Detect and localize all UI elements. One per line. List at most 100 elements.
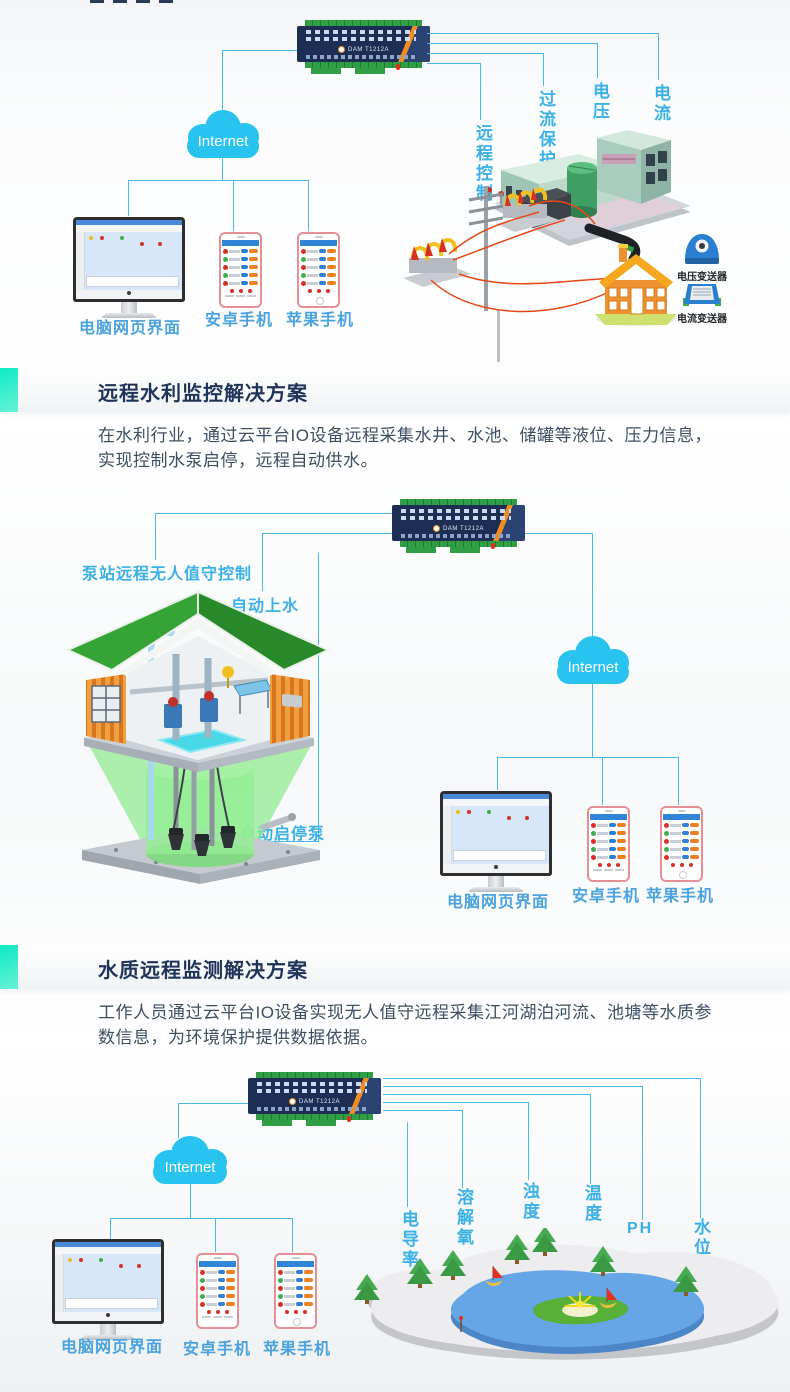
iphone-client: [660, 806, 703, 882]
apple-logo-icon: [127, 291, 131, 295]
home-button-icon: [678, 871, 687, 879]
connector-line: [592, 683, 593, 757]
power-led: [396, 64, 400, 70]
connector-line: [178, 1103, 248, 1104]
connector-line: [262, 533, 392, 534]
clipped-heading-remnant: [90, 0, 190, 5]
power-led: [347, 1116, 351, 1122]
callout-unattended-pump-station: 泵站远程无人值守控制: [82, 566, 253, 583]
pump-station-illustration: [65, 590, 331, 884]
brand-logo-icon: [433, 525, 441, 532]
device-model-label: DAM T1212A: [348, 46, 389, 53]
connector-line: [222, 156, 223, 180]
connector-line: [233, 180, 234, 231]
pc-client: [440, 791, 552, 892]
current-transmitter-label: 电流变送器: [677, 314, 727, 325]
io-controller-device: DAM T1212A: [248, 1072, 381, 1126]
voltage-transmitter-label: 电压变送器: [677, 272, 727, 283]
connector-line: [427, 33, 658, 34]
pc-client-label: 电脑网页界面: [78, 320, 181, 337]
header-accent-bar: [0, 945, 18, 989]
callout-ph: PH: [627, 1220, 654, 1237]
device-brand: DAM T1212A: [297, 45, 430, 54]
device-body: DAM T1212A: [297, 26, 430, 62]
internet-label: Internet: [567, 659, 619, 677]
section-title: 水质远程监测解决方案: [98, 960, 308, 982]
connector-line: [383, 1078, 700, 1079]
android-phone-client: [196, 1253, 239, 1329]
section-header-quality: 水质远程监测解决方案: [0, 945, 790, 989]
connector-line: [155, 513, 156, 560]
pc-client: [52, 1239, 164, 1340]
connector-line: [318, 553, 319, 841]
connector-line: [427, 43, 597, 44]
connector-line: [190, 1184, 191, 1218]
connector-line: [528, 1102, 529, 1180]
android-client-label: 安卓手机: [182, 1341, 251, 1358]
connector-line: [215, 1218, 216, 1252]
io-controller-device: DAM T1212A: [297, 20, 430, 74]
apple-logo-icon: [494, 865, 498, 869]
connector-line: [128, 180, 129, 216]
connector-line: [497, 757, 679, 758]
callout-overcurrent-protection: 过流保护: [536, 90, 555, 170]
section-title: 远程水利监控解决方案: [98, 383, 308, 405]
internet-cloud: Internet: [151, 1136, 229, 1184]
connector-line: [407, 1122, 408, 1207]
android-client-label: 安卓手机: [204, 312, 273, 329]
iphone-client: [297, 232, 340, 308]
callout-turbidity: 浊度: [520, 1182, 539, 1222]
iphone-client: [274, 1253, 317, 1329]
connector-line: [462, 1110, 463, 1188]
internet-label: Internet: [197, 133, 249, 151]
connector-line: [525, 533, 592, 534]
callout-current: 电流: [651, 84, 670, 124]
internet-cloud: Internet: [185, 110, 261, 158]
substation-illustration: [403, 130, 690, 362]
connector-line: [178, 1103, 179, 1138]
callout-dissolved-oxygen: 溶解氧: [454, 1188, 473, 1248]
connector-line: [597, 43, 598, 78]
home-button-icon: [292, 1318, 301, 1326]
callout-voltage: 电压: [590, 82, 609, 122]
pc-client: [73, 217, 185, 318]
connector-line: [110, 1218, 293, 1219]
connector-line: [240, 841, 319, 842]
section-description: 在水利行业，通过云平台IO设备远程采集水井、水池、储罐等液位、压力信息，实现控制…: [98, 426, 712, 470]
callout-remote-control: 远程控制: [473, 124, 492, 204]
section-description: 工作人员通过云平台IO设备实现无人值守远程采集江河湖泊河流、池塘等水质参数信息，…: [98, 1003, 712, 1047]
pond-illustration: [354, 1228, 779, 1360]
callout-auto-water-fill: 自动上水: [231, 598, 300, 615]
power-led: [491, 543, 495, 549]
pc-screen: [73, 217, 185, 290]
connector-line: [497, 757, 498, 790]
android-client-label: 安卓手机: [571, 888, 640, 905]
connector-line: [222, 50, 297, 51]
apple-logo-icon: [106, 1313, 110, 1317]
section-header-water: 远程水利监控解决方案: [0, 368, 790, 412]
connector-line: [543, 53, 544, 86]
internet-label: Internet: [164, 1159, 216, 1177]
callout-water-level: 水位: [691, 1218, 710, 1258]
connector-line: [155, 513, 392, 514]
io-controller-device: DAM T1212A: [392, 499, 525, 553]
connector-line: [700, 1078, 701, 1218]
connector-line: [222, 50, 223, 112]
connector-line: [480, 63, 481, 120]
home-button-icon: [315, 297, 324, 305]
pc-client-label: 电脑网页界面: [60, 1339, 163, 1356]
device-model-label: DAM T1212A: [443, 525, 484, 532]
connector-line: [427, 53, 543, 54]
connector-line: [383, 1086, 642, 1087]
header-accent-bar: [0, 368, 18, 412]
connector-line: [383, 1110, 462, 1111]
connector-line: [602, 757, 603, 805]
device-model-label: DAM T1212A: [299, 1098, 340, 1105]
terminal-strip-bottom: [305, 62, 422, 68]
connector-line: [262, 533, 263, 591]
iphone-client-label: 苹果手机: [262, 1341, 331, 1358]
connector-line: [658, 33, 659, 80]
terminal-strip-top: [305, 20, 422, 26]
iphone-client-label: 苹果手机: [285, 312, 354, 329]
